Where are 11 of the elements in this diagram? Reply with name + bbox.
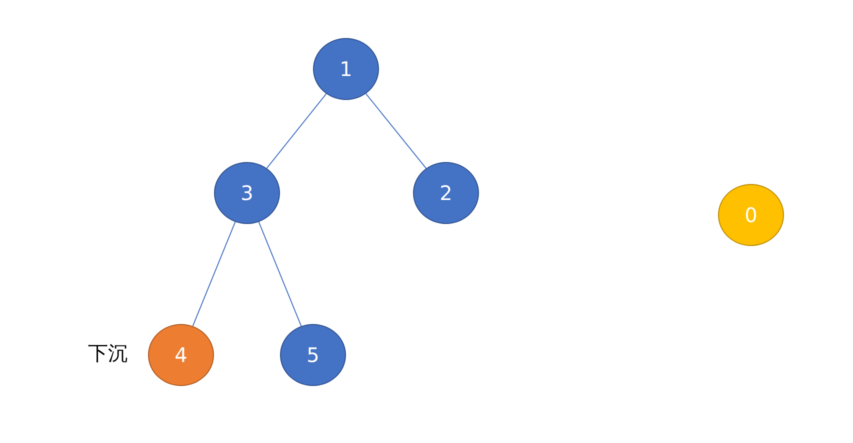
tree-edge	[192, 221, 236, 327]
annotation-label: 下沉	[88, 340, 128, 367]
node-label: 3	[240, 181, 254, 205]
node-label: 1	[340, 57, 352, 81]
node-label: 2	[440, 181, 452, 205]
node-label: 4	[174, 343, 188, 367]
tree-edge	[365, 93, 427, 169]
node-label: 5	[306, 343, 320, 367]
tree-edge	[258, 221, 302, 327]
node-label: 0	[744, 203, 758, 227]
tree-edge	[266, 93, 327, 169]
